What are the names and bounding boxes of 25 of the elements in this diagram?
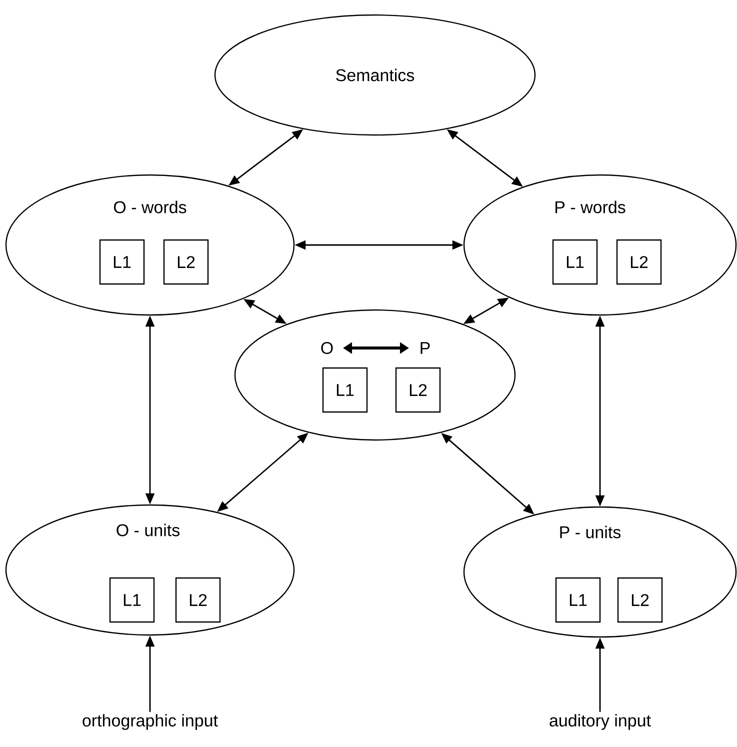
- heading: O - units: [116, 524, 180, 536]
- ellipse-node: [214, 14, 536, 136]
- heading: O - words: [114, 200, 186, 214]
- layer-box: L2: [175, 577, 221, 623]
- layer-box: L2: [395, 367, 441, 413]
- layer-box: L1: [109, 577, 155, 623]
- layer-box: L1: [99, 239, 145, 285]
- ellipse-node: [5, 174, 295, 316]
- heading: O: [321, 342, 333, 354]
- layer-box: L2: [616, 239, 662, 285]
- ellipse-node: [5, 504, 295, 636]
- layer-box: L2: [163, 239, 209, 285]
- heading: P: [420, 342, 430, 354]
- input-label: orthographic input: [82, 714, 218, 730]
- ellipse-node: [463, 506, 737, 638]
- input-label: auditory input: [550, 714, 651, 730]
- heading: P - words: [556, 200, 626, 214]
- layer-box: L1: [322, 367, 368, 413]
- ellipse-node: [234, 309, 516, 441]
- layer-box: L1: [552, 239, 598, 285]
- heading: P - units: [560, 526, 621, 538]
- layer-box: L2: [617, 577, 663, 623]
- ellipse-node: [463, 174, 737, 316]
- layer-box: L1: [555, 577, 601, 623]
- heading: Semantics: [336, 68, 414, 82]
